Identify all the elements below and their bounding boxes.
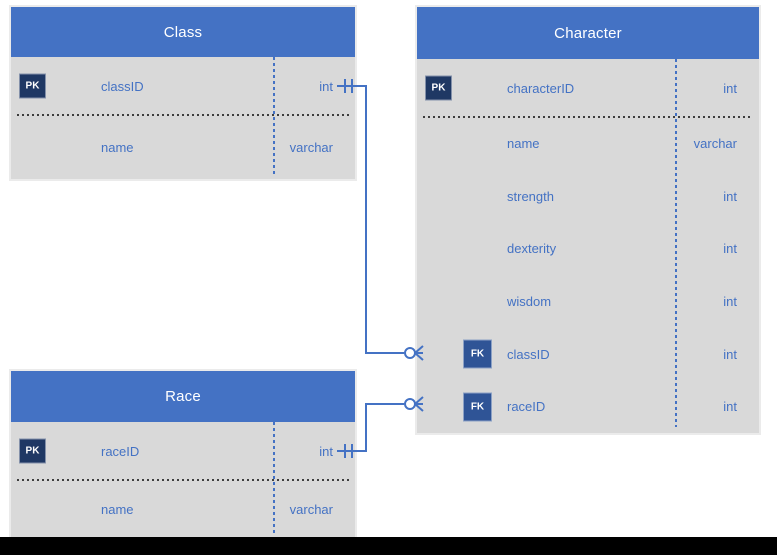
- column-type: int: [723, 293, 737, 309]
- column-type: int: [723, 399, 737, 415]
- table-row: name varchar: [11, 115, 355, 179]
- column-type: varchar: [289, 501, 333, 517]
- fk-badge: FK: [463, 339, 492, 369]
- column-type: int: [319, 443, 333, 459]
- column-name: classID: [507, 346, 550, 362]
- crow-foot-icon: [414, 345, 424, 361]
- column-name: dexterity: [507, 241, 557, 257]
- column-type: int: [723, 241, 737, 257]
- column-name: characterID: [507, 80, 575, 96]
- table-title: Class: [11, 7, 355, 57]
- table-row: PK raceID int: [11, 422, 355, 481]
- column-name: raceID: [507, 399, 546, 415]
- column-name: name: [101, 139, 134, 155]
- crow-foot-icon: [414, 396, 424, 412]
- table-row: dexterity int: [417, 222, 759, 275]
- table-row: PK characterID int: [417, 59, 759, 118]
- table-body: PK classID int name varchar: [11, 57, 355, 179]
- column-divider: [273, 422, 275, 533]
- table-row: name varchar: [11, 480, 355, 538]
- table-title: Character: [417, 7, 759, 59]
- pk-badge: PK: [19, 73, 46, 99]
- column-type: int: [723, 346, 737, 362]
- column-name: name: [507, 135, 540, 151]
- bottom-black-bar: [0, 537, 777, 555]
- fk-badge: FK: [463, 392, 492, 422]
- table-row: name varchar: [417, 117, 759, 170]
- table-row: strength int: [417, 170, 759, 223]
- table-class[interactable]: Class PK classID int name varchar: [11, 7, 355, 179]
- column-type: int: [723, 188, 737, 204]
- table-race[interactable]: Race PK raceID int name varchar: [11, 371, 355, 538]
- column-name: wisdom: [507, 293, 552, 309]
- table-row: wisdom int: [417, 275, 759, 328]
- table-body: PK characterID int name varchar strength…: [417, 59, 759, 433]
- zero-circle-icon: [404, 347, 416, 359]
- column-type: int: [723, 80, 737, 96]
- column-name: raceID: [101, 443, 140, 459]
- column-name: name: [101, 501, 134, 517]
- column-name: strength: [507, 188, 554, 204]
- zero-circle-icon: [404, 398, 416, 410]
- table-row: FK raceID int: [417, 380, 759, 433]
- pk-badge: PK: [425, 75, 452, 101]
- table-row: FK classID int: [417, 328, 759, 381]
- column-name: classID: [101, 78, 144, 94]
- table-body: PK raceID int name varchar: [11, 422, 355, 538]
- column-divider: [273, 57, 275, 174]
- pk-badge: PK: [19, 438, 46, 464]
- table-title: Race: [11, 371, 355, 422]
- column-divider: [675, 59, 677, 427]
- column-type: varchar: [289, 139, 333, 155]
- column-type: varchar: [693, 135, 737, 151]
- table-row: PK classID int: [11, 57, 355, 116]
- column-type: int: [319, 78, 333, 94]
- table-character[interactable]: Character PK characterID int name varcha…: [417, 7, 759, 433]
